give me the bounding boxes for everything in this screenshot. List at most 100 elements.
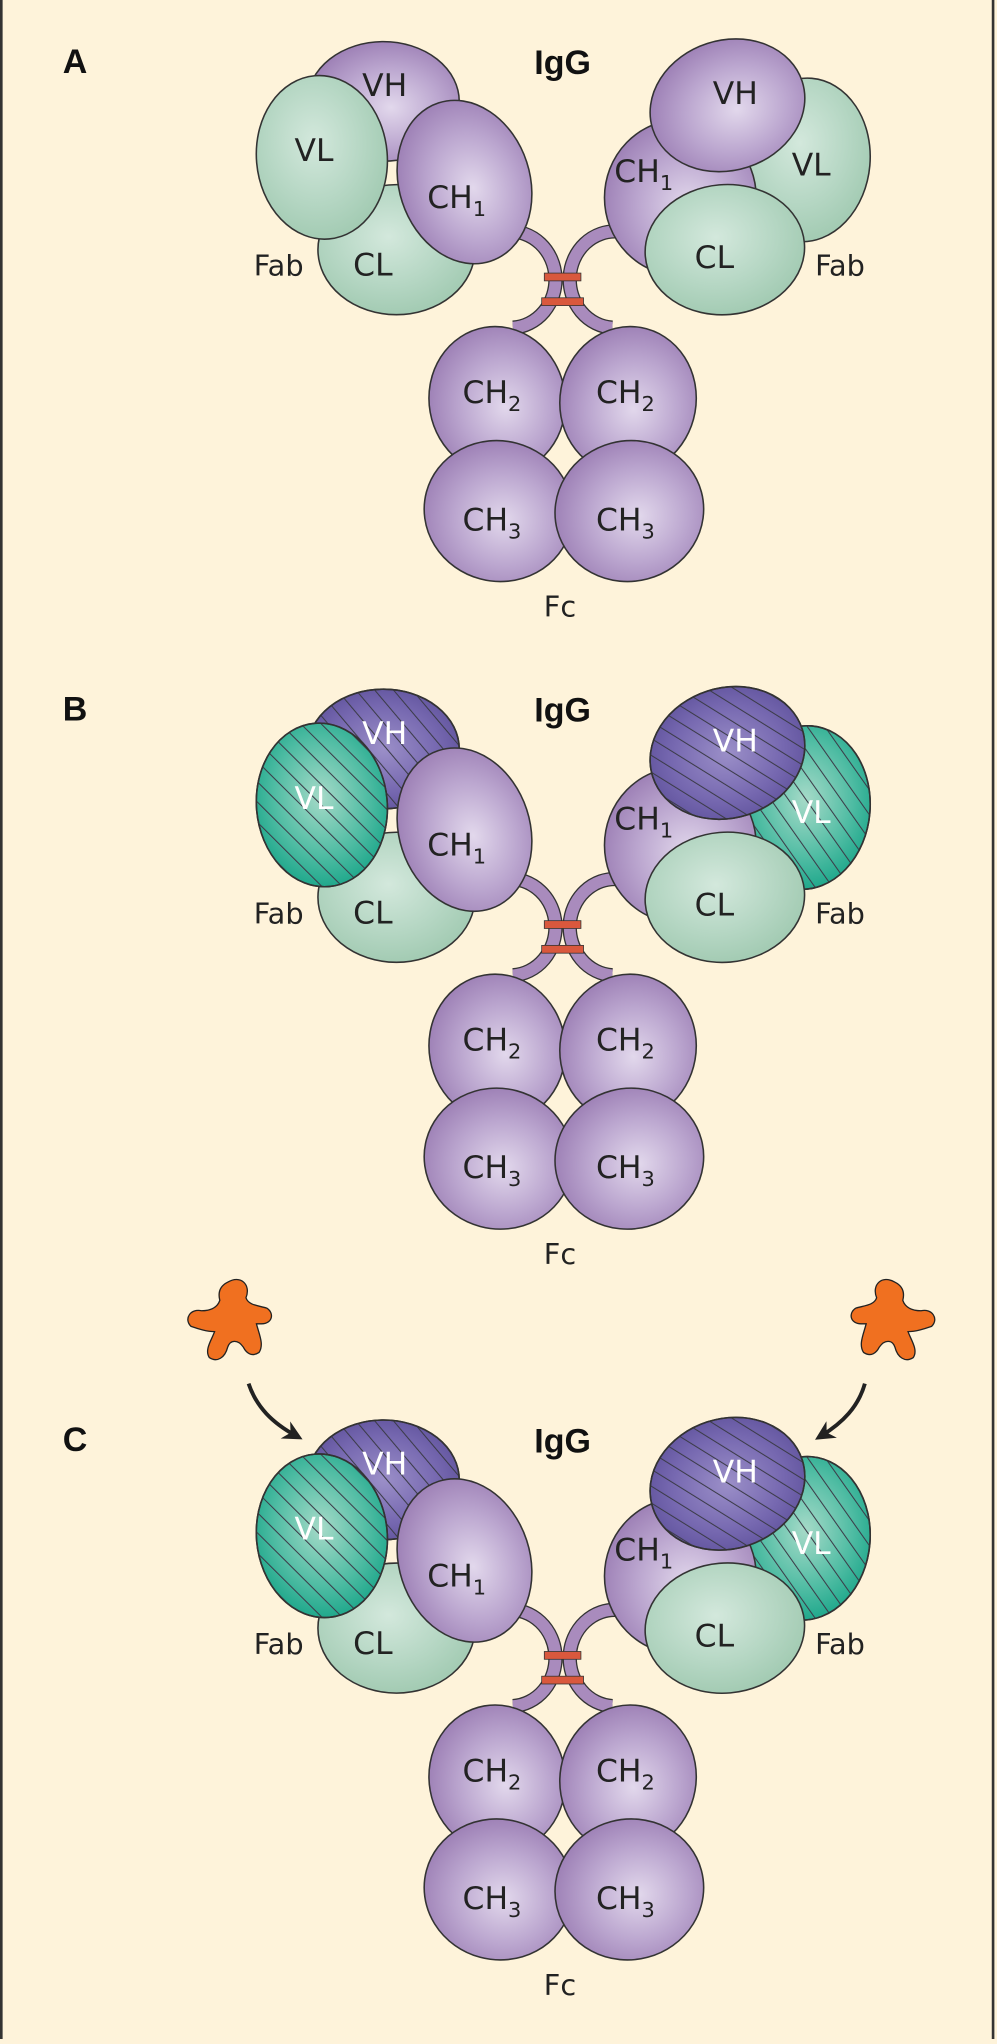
right-vl-label: VL: [792, 1526, 832, 1562]
disulfide-bond-2: [541, 297, 584, 306]
left-vh-label: VH: [362, 716, 407, 752]
disulfide-bond-1: [543, 1651, 582, 1660]
left-ch1-domain-shape: [396, 1478, 533, 1643]
right-cl-domain: [644, 183, 806, 316]
panel-letter: C: [63, 1421, 88, 1459]
right-vh-domain-hatch: [649, 685, 806, 821]
left-ch1-domain: [396, 1478, 533, 1643]
right-vh-domain: [649, 38, 806, 173]
ch3-right-domain: [554, 439, 705, 583]
right-vl-label: VL: [792, 148, 832, 184]
ch3-right-domain-shape: [554, 1087, 705, 1230]
antibody-title: IgG: [534, 1423, 591, 1461]
right-vl-label: VL: [792, 795, 832, 831]
left-vl-domain: [255, 74, 389, 240]
disulfide-bond-1: [543, 920, 582, 929]
left-vl-label: VL: [295, 781, 335, 817]
left-fab-label: Fab: [254, 249, 304, 283]
ch2-right-label: CH2: [596, 1023, 655, 1064]
ch2-left-label: CH2: [463, 375, 522, 416]
fc-label: Fc: [544, 1237, 576, 1271]
left-ch1-label: CH1: [427, 1559, 486, 1600]
left-vh-label: VH: [362, 1447, 407, 1483]
right-cl-domain-shape: [644, 831, 806, 964]
right-cl-label: CL: [695, 1618, 735, 1654]
arrow-left-icon: [246, 1382, 303, 1440]
right-cl-domain: [644, 1562, 806, 1694]
ch3-right-domain: [554, 1818, 705, 1961]
left-ch1-domain: [396, 747, 533, 913]
hinge-region: [507, 1602, 618, 1714]
ch2-right-label: CH2: [596, 375, 655, 416]
right-vh-domain: [649, 685, 806, 821]
antigen-left-shape: [187, 1278, 273, 1361]
right-vh-label: VH: [713, 1455, 758, 1491]
ch2-left-label: CH2: [463, 1023, 522, 1064]
left-vl-label: VL: [295, 1512, 335, 1548]
right-vh-label: VH: [713, 724, 758, 760]
right-ch1-label: CH1: [614, 1533, 673, 1574]
left-ch1-label: CH1: [427, 180, 486, 221]
antigen-right: [850, 1278, 936, 1361]
panel-letter: A: [63, 43, 88, 81]
ch3-left-label: CH3: [463, 503, 522, 544]
right-cl-domain-shape: [644, 183, 806, 316]
right-ch1-label: CH1: [614, 154, 673, 195]
right-fab-label: Fab: [815, 249, 865, 283]
left-vl-domain: [255, 1453, 389, 1619]
left-vl-domain-hatch: [255, 722, 389, 888]
right-vh-domain: [649, 1416, 806, 1551]
ch2-left-label: CH2: [463, 1754, 522, 1795]
ch3-right-domain-shape: [554, 439, 705, 583]
left-ch1-domain-shape: [396, 99, 533, 265]
right-cl-label: CL: [695, 240, 735, 276]
right-cl-label: CL: [695, 888, 735, 924]
right-vh-domain-shape: [649, 38, 806, 173]
antigen-right-shape: [850, 1278, 936, 1361]
left-ch1-label: CH1: [427, 828, 486, 869]
right-fab-label: Fab: [815, 896, 865, 930]
right-cl-domain: [644, 831, 806, 964]
left-fab-label: Fab: [254, 1627, 304, 1661]
left-vl-label: VL: [295, 133, 335, 169]
left-vl-domain: [255, 722, 389, 888]
antibody-title: IgG: [534, 44, 591, 82]
ch3-right-label: CH3: [596, 503, 655, 544]
hinge-region: [507, 224, 618, 335]
disulfide-bond-1: [543, 272, 582, 282]
fc-label: Fc: [544, 589, 576, 623]
ch3-left-label: CH3: [463, 1150, 522, 1191]
left-cl-label: CL: [353, 1626, 393, 1662]
ch2-right-label: CH2: [596, 1754, 655, 1795]
ch3-right-label: CH3: [596, 1881, 655, 1922]
right-ch1-label: CH1: [614, 802, 673, 843]
right-fab-label: Fab: [815, 1627, 865, 1661]
left-cl-label: CL: [353, 248, 393, 284]
disulfide-bond-2: [541, 944, 584, 954]
panel-letter: B: [63, 691, 88, 729]
arrow-right-icon: [815, 1383, 867, 1440]
antibody-title: IgG: [534, 692, 591, 730]
ch3-left-label: CH3: [463, 1881, 522, 1922]
hinge-region: [507, 871, 618, 983]
right-cl-domain-shape: [644, 1562, 806, 1694]
antigen-left: [187, 1278, 273, 1361]
left-vl-domain-shape: [255, 74, 389, 240]
fc-label: Fc: [544, 1968, 576, 2002]
left-cl-label: CL: [353, 895, 393, 931]
left-ch1-domain: [396, 99, 533, 265]
ch3-right-domain: [554, 1087, 705, 1230]
right-vh-label: VH: [713, 76, 758, 112]
antigens: [187, 1278, 936, 1440]
